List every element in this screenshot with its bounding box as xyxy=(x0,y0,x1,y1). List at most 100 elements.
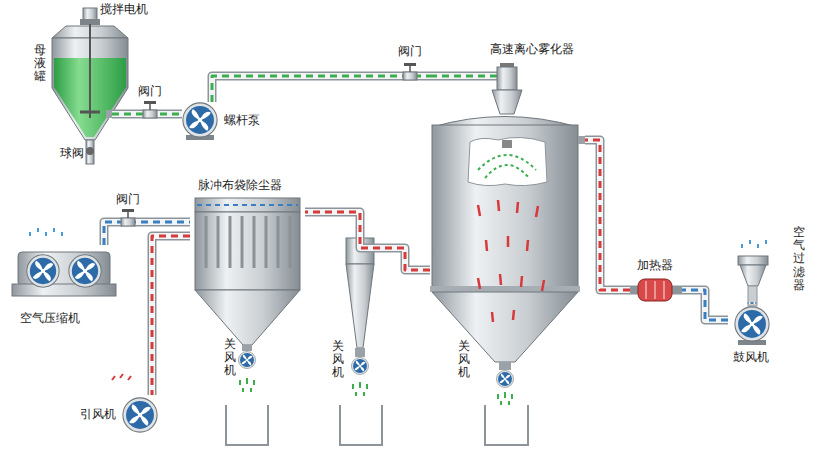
drying-tower xyxy=(497,67,517,90)
air-filter xyxy=(738,240,768,306)
bag-filter xyxy=(240,378,254,392)
pipe-bore xyxy=(305,212,430,270)
mother-liquor-tank xyxy=(89,24,91,118)
bag-filter xyxy=(226,405,268,445)
bag-filter xyxy=(195,198,300,445)
pipe-wall xyxy=(682,290,728,320)
drying-tower xyxy=(478,200,544,322)
pipe-bore xyxy=(152,236,190,395)
drying-tower xyxy=(499,362,511,370)
equipment-node: 鼓风机 xyxy=(728,304,776,368)
pipe-flow xyxy=(152,236,190,395)
gate-valve xyxy=(403,63,417,80)
drying-tower xyxy=(468,137,547,185)
bag-filter xyxy=(242,345,252,351)
equipment-node: 脉冲布袋除尘器 xyxy=(190,178,305,350)
feed-pipe-stub xyxy=(430,72,497,81)
equipment-node: 引风机 xyxy=(80,395,160,435)
pipe-flow xyxy=(305,212,430,270)
process-pipe xyxy=(682,290,728,320)
equipment-label: 空气压缩机 xyxy=(20,311,80,326)
bag-filter xyxy=(197,204,298,206)
equipment-label: 加热器 xyxy=(637,258,673,273)
screw-pump xyxy=(183,103,217,140)
blower xyxy=(735,307,769,341)
mother-liquor-tank xyxy=(86,147,94,155)
air-heater xyxy=(638,279,672,301)
equipment-label: 鼓风机 xyxy=(733,350,769,365)
equipment-label: 母液罐 xyxy=(34,44,46,84)
feed-pipe-stub xyxy=(430,75,497,78)
part-label: 阀门 xyxy=(398,44,422,59)
bag-filter xyxy=(195,198,300,212)
air-filter xyxy=(740,265,766,286)
air-heater xyxy=(630,279,682,301)
pipe-bore xyxy=(212,76,430,102)
cyclone-separator xyxy=(353,382,367,396)
equipment-label: 螺杆泵 xyxy=(224,113,260,128)
process-pipe xyxy=(585,140,630,290)
pipe-flow xyxy=(212,76,430,102)
bag-filter xyxy=(195,290,300,345)
process-pipe xyxy=(152,236,190,395)
induced-draft-fan xyxy=(112,374,131,380)
equipment-node: 高速离心雾化器 xyxy=(430,42,585,378)
equipment-label: 引风机 xyxy=(80,407,116,422)
equipment-node: 螺杆泵 xyxy=(182,102,262,140)
gate-valve xyxy=(121,209,135,226)
process-pipe xyxy=(212,76,430,102)
part-label: 阀门 xyxy=(116,192,140,207)
drying-tower xyxy=(432,292,578,362)
part-label: 球阀 xyxy=(60,146,84,161)
cyclone-separator xyxy=(340,405,382,445)
mother-liquor-tank xyxy=(52,8,128,164)
equipment-label: 脉冲布袋除尘器 xyxy=(198,178,282,193)
bag-filter xyxy=(206,216,290,268)
pipe-bore xyxy=(749,302,755,304)
part-label: 阀门 xyxy=(138,84,162,99)
drying-tower xyxy=(496,370,513,387)
cyclone-separator xyxy=(355,348,365,357)
induced-draft-fan xyxy=(123,398,157,432)
pipe-wall xyxy=(305,212,430,270)
feed-pipe-stub xyxy=(430,73,497,79)
bag-filter xyxy=(238,351,255,368)
feed-pipe-stub xyxy=(430,76,497,77)
air-compressor xyxy=(30,228,62,236)
air-compressor xyxy=(69,255,101,287)
screw-pump xyxy=(183,103,217,137)
pipe-flow xyxy=(585,140,630,290)
part-label: 关风机 xyxy=(224,338,236,378)
pipe-bore xyxy=(585,140,630,290)
air-filter xyxy=(738,256,768,265)
drying-tower xyxy=(485,405,528,445)
drying-tower xyxy=(432,125,578,290)
drying-tower xyxy=(578,136,586,144)
drying-tower xyxy=(502,140,512,148)
process-pipe xyxy=(305,212,430,270)
part-label: 关风机 xyxy=(332,340,344,380)
pipe-wall xyxy=(585,140,630,290)
pipe-flow xyxy=(682,290,728,320)
equipment-node: 空气过滤器 xyxy=(735,224,810,302)
drying-tower xyxy=(492,90,522,114)
process-pipe xyxy=(752,302,753,304)
cyclone-separator xyxy=(351,357,368,374)
equipment-label: 高速离心雾化器 xyxy=(490,42,574,57)
air-compressor xyxy=(27,255,59,287)
gate-valve xyxy=(143,101,157,118)
equipment-label: 空气过滤器 xyxy=(793,226,805,292)
cyclone-separator xyxy=(346,264,374,348)
air-filter xyxy=(742,240,766,248)
pipe-wall xyxy=(748,302,757,304)
drying-tower xyxy=(478,155,536,178)
part-label: 关风机 xyxy=(458,340,470,380)
drying-tower xyxy=(430,286,580,292)
equipment-node: 母液罐 xyxy=(30,22,112,144)
pipe-bore xyxy=(682,290,728,320)
equipment-node: 空气压缩机 xyxy=(10,245,118,330)
drying-tower xyxy=(498,392,512,405)
